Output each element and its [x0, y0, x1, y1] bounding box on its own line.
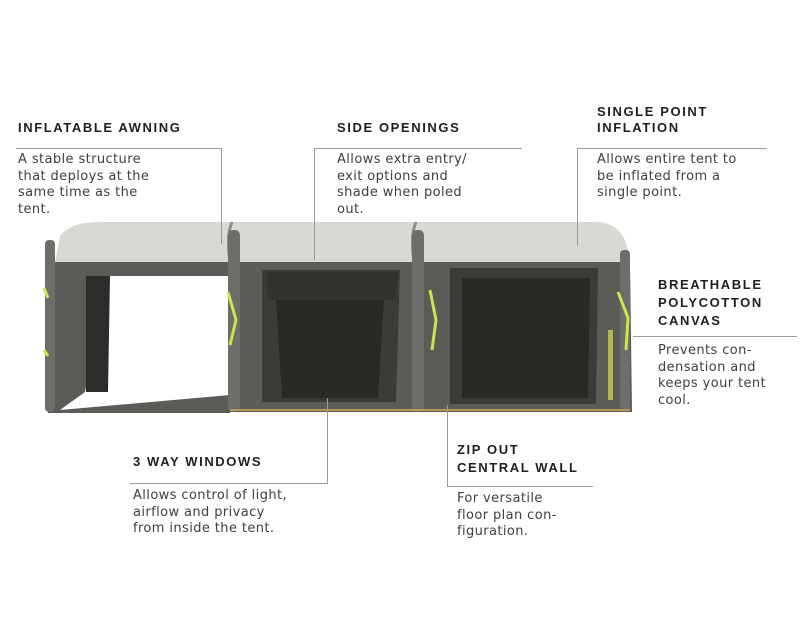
callout-body: A stable structure that deploys at the s… — [18, 152, 150, 217]
callout-title: 3 WAY WINDOWS — [133, 454, 263, 469]
accent-straps — [42, 287, 630, 357]
leader-line-side — [314, 148, 522, 149]
leader-line-windows — [130, 483, 328, 484]
tent-roof — [55, 222, 630, 262]
side-window-mesh — [276, 300, 384, 398]
leader-line-side — [314, 148, 315, 260]
callout-single-point-inflation-body: Allows entire tent to be inflated from a… — [597, 152, 797, 202]
callout-breathable-canvas-body: Prevents con- densation and keeps your t… — [658, 343, 798, 409]
callout-inflatable-awning: INFLATABLE AWNING — [18, 120, 181, 136]
callout-body: Allows extra entry/ exit options and sha… — [337, 152, 467, 217]
right-window-mesh — [462, 278, 590, 398]
leader-line-awning — [221, 148, 222, 244]
leader-line-inflation — [577, 148, 767, 149]
leader-line-awning — [16, 148, 221, 149]
inflatable-tube — [620, 250, 630, 412]
callout-zip-out-wall: ZIP OUT CENTRAL WALL — [457, 441, 579, 477]
leader-line-canvas — [633, 336, 797, 337]
callout-three-way-windows-body: Allows control of light, airflow and pri… — [133, 488, 343, 538]
side-window-flap — [266, 272, 398, 300]
inflatable-tube — [228, 230, 240, 412]
inflatable-tube — [412, 230, 424, 412]
callout-breathable-canvas: BREATHABLE POLYCOTTON CANVAS — [658, 276, 763, 330]
leader-line-wall — [447, 486, 593, 487]
leader-line-wall — [447, 405, 448, 486]
callout-body: For versatile floor plan con- figuration… — [457, 491, 557, 539]
inflatable-tube — [45, 240, 55, 412]
awning-door-panel — [86, 276, 110, 392]
callout-single-point-inflation: SINGLE POINT INFLATION — [597, 104, 708, 136]
callout-title: SIDE OPENINGS — [337, 120, 461, 135]
callout-body: Allows entire tent to be inflated from a… — [597, 152, 737, 200]
callout-side-openings: SIDE OPENINGS — [337, 120, 460, 136]
brand-print — [608, 330, 613, 400]
leader-line-windows — [327, 398, 328, 483]
callout-title: SINGLE POINT INFLATION — [597, 104, 708, 135]
callout-title: ZIP OUT CENTRAL WALL — [457, 442, 579, 475]
callout-body: Allows control of light, airflow and pri… — [133, 488, 288, 536]
callout-side-openings-body: Allows extra entry/ exit options and sha… — [337, 152, 527, 218]
callout-zip-out-wall-body: For versatile floor plan con- figuration… — [457, 491, 607, 541]
callout-inflatable-awning-body: A stable structure that deploys at the s… — [18, 152, 218, 218]
callout-body: Prevents con- densation and keeps your t… — [658, 343, 767, 408]
callout-title: INFLATABLE AWNING — [18, 120, 182, 135]
callout-three-way-windows: 3 WAY WINDOWS — [133, 454, 262, 470]
leader-line-inflation — [577, 148, 578, 246]
callout-title: BREATHABLE POLYCOTTON CANVAS — [658, 277, 763, 328]
